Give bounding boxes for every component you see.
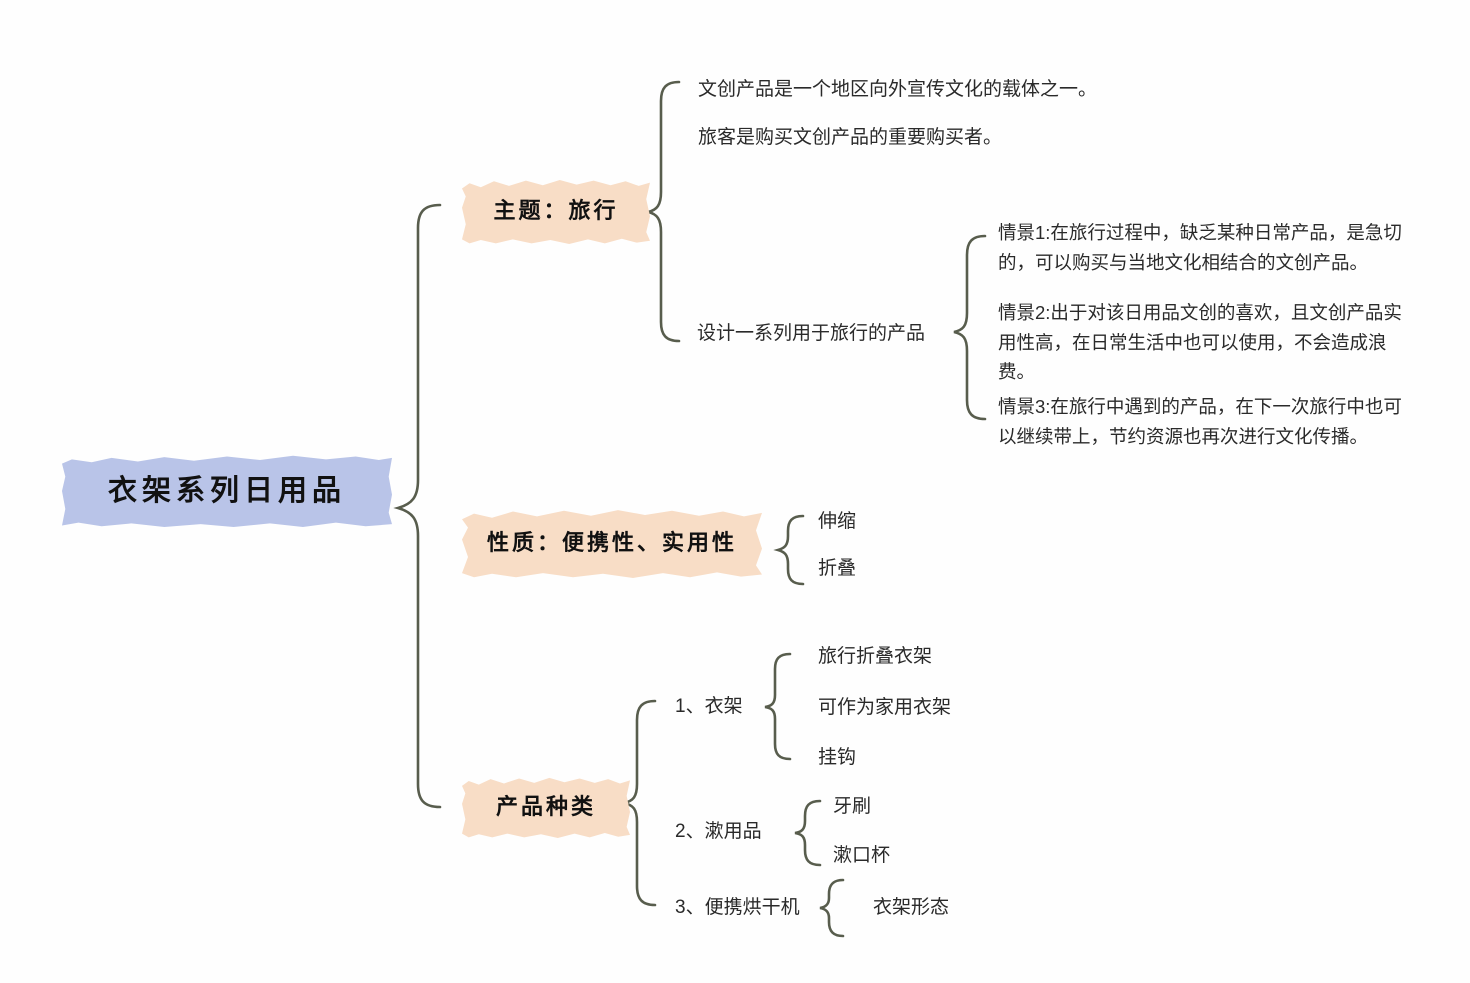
branch-label-theme: 主题：旅行 — [493, 198, 619, 223]
leaf-carrier: 文创产品是一个地区向外宣传文化的载体之一。 — [698, 79, 1098, 100]
brace-theme — [647, 80, 681, 343]
leaf-home-hanger: 可作为家用衣架 — [818, 697, 952, 718]
branch-highlight-kinds — [462, 777, 630, 838]
leaf-scenario-3: 情景3:在旅行中遇到的产品，在下一次旅行中也可以继续带上，节约资源也再次进行文化… — [998, 396, 1402, 447]
brace-dryer — [819, 878, 845, 938]
branch-node-nature[interactable]: 性质：便携性、实用性 — [462, 508, 762, 578]
branch-label-kinds: 产品种类 — [495, 794, 596, 819]
leaf-wash-products: 2、漱用品 — [675, 821, 762, 842]
leaf-scenario-2: 情景2:出于对该日用品文创的喜欢，且文创产品实用性高，在日常生活中也可以使用，不… — [998, 302, 1402, 383]
leaf-rinse-cup: 漱口杯 — [833, 845, 891, 866]
leaf-scenario-1: 情景1:在旅行过程中，缺乏某种日常产品，是急切的，可以购买与当地文化相结合的文创… — [998, 222, 1402, 273]
branch-highlight-theme — [462, 179, 650, 244]
branch-node-kinds[interactable]: 产品种类 — [462, 776, 630, 838]
branch-node-theme[interactable]: 主题：旅行 — [462, 178, 650, 244]
branch-highlight-nature — [462, 510, 762, 578]
leaf-travel-hanger: 旅行折叠衣架 — [818, 646, 933, 667]
leaf-design: 设计一系列用于旅行的产品 — [697, 323, 926, 344]
leaf-fold: 折叠 — [818, 558, 857, 579]
brace-nature — [773, 514, 805, 586]
leaf-hanger: 1、衣架 — [675, 696, 743, 717]
leaf-portable-dryer: 3、便携烘干机 — [675, 897, 800, 918]
branch-label-nature: 性质：便携性、实用性 — [486, 530, 737, 555]
brace-wash — [794, 799, 822, 867]
brace-design — [953, 234, 987, 421]
leaf-hook: 挂钩 — [818, 747, 857, 768]
brace-hanger — [764, 652, 792, 761]
leaf-telescopic: 伸缩 — [818, 511, 857, 532]
brace-root — [393, 203, 442, 809]
root-highlight — [62, 455, 392, 527]
leaf-buyer: 旅客是购买文创产品的重要购买者。 — [698, 127, 1003, 148]
root-node[interactable]: 衣架系列日用品 — [62, 455, 392, 527]
root-label: 衣架系列日用品 — [107, 475, 346, 507]
leaf-toothbrush: 牙刷 — [833, 796, 872, 817]
leaf-hanger-form: 衣架形态 — [873, 897, 950, 918]
